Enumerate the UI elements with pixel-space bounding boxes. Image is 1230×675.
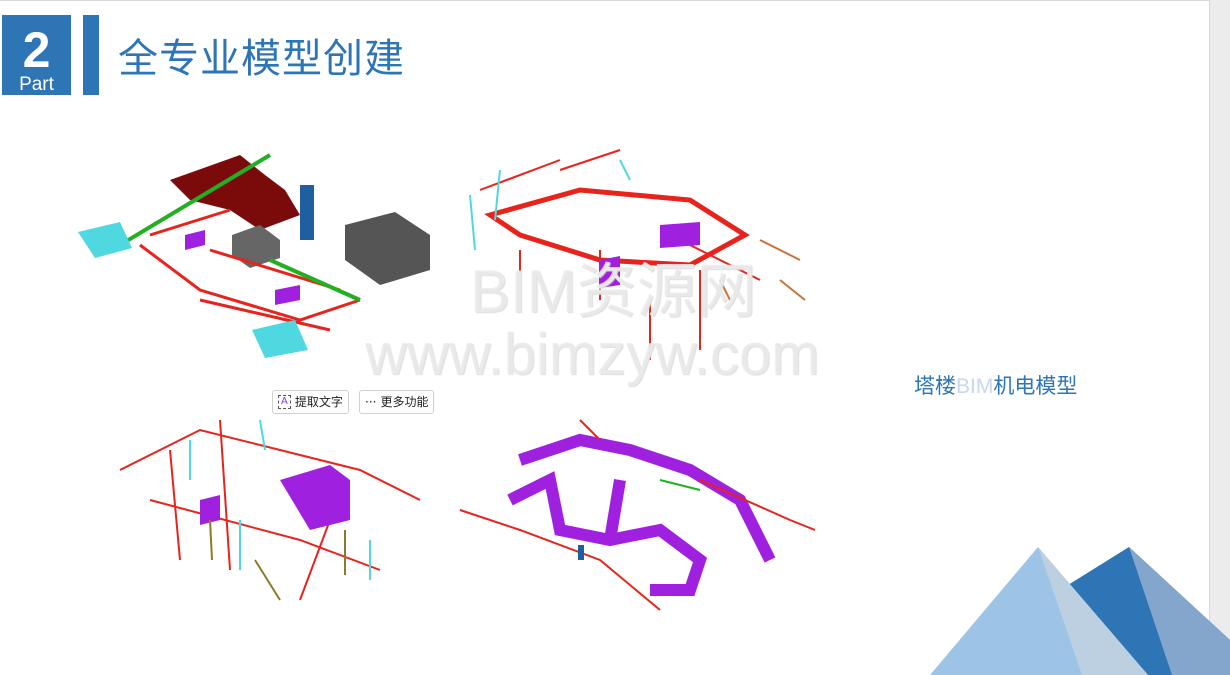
model-caption: 塔楼BIM机电模型 [914, 370, 1077, 400]
model-image-plumbing [119, 419, 421, 601]
model-image-piping [469, 149, 806, 360]
caption-prefix: 塔楼 [914, 374, 956, 398]
more-functions-button[interactable]: ··· 更多功能 [359, 390, 435, 414]
part-badge: 2 Part [2, 15, 71, 95]
extract-text-label: 提取文字 [294, 395, 343, 409]
caption-suffix: 机电模型 [993, 374, 1078, 398]
part-number: 2 [22, 22, 51, 78]
caption-bim: BIM [956, 375, 994, 398]
page-title: 全专业模型创建 [118, 36, 405, 82]
part-label: Part [19, 74, 54, 95]
watermark-line1: BIM资源网 [470, 258, 757, 325]
more-dots-icon: ··· [365, 395, 377, 409]
decorative-pyramids [930, 547, 1230, 675]
more-functions-label: 更多功能 [380, 395, 429, 409]
text-recognition-icon: A [278, 395, 291, 409]
scrollbar-panel[interactable] [1209, 0, 1230, 675]
title-bar-accent [83, 15, 99, 95]
extract-text-button[interactable]: A 提取文字 [272, 390, 349, 414]
model-image-full [78, 153, 430, 358]
watermark-line2: www.bimzyw.com [365, 322, 820, 387]
top-border [0, 0, 1230, 1]
model-image-hvac [459, 419, 816, 611]
